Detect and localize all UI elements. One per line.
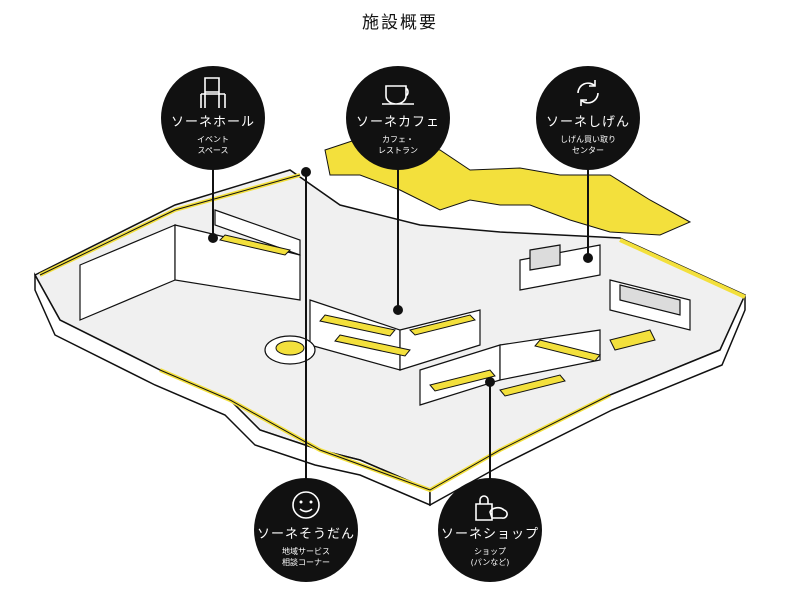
badge-hall-sub-1: イベント (197, 135, 229, 144)
wall-top-right (619, 238, 746, 299)
wall-top-front-outline (159, 369, 611, 491)
badge-cafe-sub-1: カフェ・ (382, 135, 414, 144)
round-stair-inner (275, 340, 305, 356)
wall-top-left-outline (39, 174, 301, 276)
badge-shigen-sub-2: センター (572, 146, 604, 155)
badge-cafe[interactable]: ソーネカフェ カフェ・ レストラン (346, 66, 450, 170)
badge-hall-name: ソーネホール (170, 115, 255, 130)
badge-shigen[interactable]: ソーネしげん しげん買い取り センター (536, 66, 640, 170)
badge-cafe-name: ソーネカフェ (355, 115, 440, 130)
recycle-arrows-icon (577, 80, 599, 106)
dot-shigen (583, 253, 593, 263)
bread-bag-icon (475, 495, 508, 521)
badge-hall[interactable]: ソーネホール イベント スペース (161, 66, 265, 170)
chair-icon (200, 77, 226, 108)
badge-shop-sub-1: ショップ (474, 547, 506, 556)
dot-hall (208, 233, 218, 243)
coffee-cup-icon (382, 85, 414, 105)
badge-soudan[interactable]: ソーネそうだん 地域サービス 相談コーナー (254, 478, 358, 582)
badge-soudan-sub-1: 地域サービス (282, 547, 330, 556)
smiley-face-icon (292, 491, 320, 519)
interior-walls (79, 209, 691, 406)
page-title: 施設概要 (362, 13, 438, 33)
badge-cafe-sub-2: レストラン (378, 146, 418, 155)
dot-shop (485, 377, 495, 387)
badge-shop[interactable]: ソーネショップ ショップ (パンなど) (438, 478, 542, 582)
furniture (219, 234, 656, 397)
dot-soudan (301, 167, 311, 177)
badge-shigen-sub-1: しげん買い取り (560, 135, 616, 144)
badge-shigen-name: ソーネしげん (545, 115, 630, 130)
badge-hall-sub-2: スペース (197, 146, 229, 155)
badge-soudan-name: ソーネそうだん (256, 527, 355, 542)
badge-shop-sub-2: (パンなど) (470, 558, 510, 567)
dot-cafe (393, 305, 403, 315)
badge-shop-name: ソーネショップ (440, 527, 539, 542)
badge-soudan-sub-2: 相談コーナー (282, 558, 330, 567)
